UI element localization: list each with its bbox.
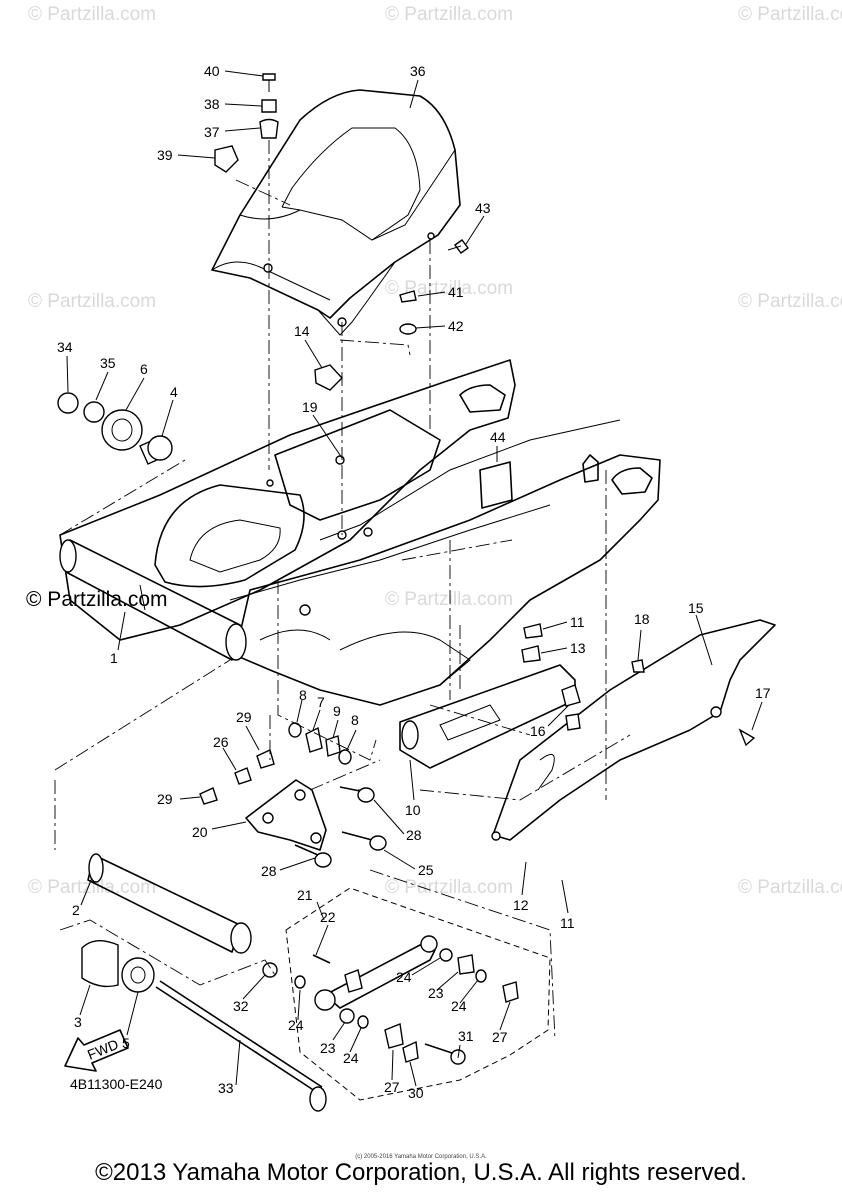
callout-8-left: 8	[299, 687, 307, 703]
pivot-bearings	[57, 392, 173, 465]
watermark: © Partzilla.com	[385, 4, 513, 25]
callout-16: 16	[530, 723, 546, 739]
watermark: © Partzilla.com	[738, 291, 842, 312]
watermark-layer: © Partzilla.com © Partzilla.com © Partzi…	[26, 4, 842, 898]
callout-24-a: 24	[396, 969, 412, 985]
watermark: © Partzilla.com	[738, 4, 842, 25]
callout-31: 31	[458, 1028, 474, 1044]
callout-42: 42	[448, 318, 464, 334]
callout-34: 34	[57, 339, 73, 355]
diagram-code: 4B11300-E240	[70, 1076, 163, 1092]
callout-44: 44	[490, 429, 506, 445]
tiny-copyright: (c) 2005-2016 Yamaha Motor Corporation, …	[355, 1154, 487, 1160]
callout-19: 19	[302, 399, 318, 415]
callout-14: 14	[294, 323, 310, 339]
lower-pivot-parts	[81, 853, 278, 993]
bolt-hole	[427, 232, 435, 240]
callout-6: 6	[140, 361, 148, 377]
callout-4: 4	[170, 384, 178, 400]
callout-28-right: 28	[406, 827, 422, 843]
callout-26: 26	[213, 734, 229, 750]
callout-7: 7	[317, 694, 325, 710]
callout-36: 36	[410, 63, 426, 79]
callout-1: 1	[110, 650, 118, 666]
callout-27-b: 27	[384, 1079, 400, 1095]
callout-37: 37	[204, 124, 220, 140]
callout-39: 39	[157, 147, 173, 163]
pivot-shaft-part	[155, 980, 327, 1112]
pivot-housing-part	[59, 539, 247, 661]
watermark-main: © Partzilla.com	[26, 588, 168, 611]
callout-13: 13	[570, 640, 586, 656]
watermark: © Partzilla.com	[385, 589, 513, 610]
callout-40: 40	[204, 63, 220, 79]
watermark: © Partzilla.com	[385, 877, 513, 898]
relay-arm-part	[245, 779, 327, 851]
callout-29-lower: 29	[157, 791, 173, 807]
callout-8-right: 8	[351, 712, 359, 728]
watermark: © Partzilla.com	[385, 278, 513, 299]
callout-15: 15	[688, 600, 704, 616]
chain-guard-part	[491, 619, 776, 841]
slider-bolts	[521, 623, 543, 663]
callout-29-upper: 29	[236, 709, 252, 725]
cowl-fasteners	[214, 73, 469, 391]
callout-35: 35	[100, 355, 116, 371]
callout-24-b: 24	[451, 998, 467, 1014]
callout-23-a: 23	[428, 985, 444, 1001]
callout-3: 3	[74, 1014, 82, 1030]
callout-24-d: 24	[343, 1050, 359, 1066]
seat-cowl-part	[211, 89, 461, 336]
copyright-notice: ©2013 Yamaha Motor Corporation, U.S.A. A…	[95, 1159, 747, 1186]
bolt-hole	[263, 263, 273, 273]
callout-labels: 40 38 37 39 36 43 41 42 14 19 34 35 6 4 …	[57, 63, 771, 1101]
relay-bolts	[294, 786, 387, 868]
collars	[199, 722, 352, 805]
callout-38: 38	[204, 96, 220, 112]
callout-2: 2	[72, 902, 80, 918]
callout-12: 12	[513, 897, 529, 913]
callout-18: 18	[634, 611, 650, 627]
callout-41: 41	[448, 284, 464, 300]
fwd-arrow-icon: FWD	[64, 1029, 129, 1072]
chain-slider-part	[399, 664, 581, 769]
callout-30: 30	[408, 1085, 424, 1101]
callout-9: 9	[333, 703, 341, 719]
callout-43: 43	[475, 200, 491, 216]
watermark: © Partzilla.com	[28, 877, 156, 898]
callout-28-left: 28	[261, 863, 277, 879]
watermark: © Partzilla.com	[738, 877, 842, 898]
callout-5: 5	[122, 1035, 130, 1051]
callout-20: 20	[192, 824, 208, 840]
watermark: © Partzilla.com	[28, 291, 156, 312]
callout-23-b: 23	[320, 1040, 336, 1056]
link-assembly-part	[285, 887, 551, 1101]
callout-24-c: 24	[288, 1017, 304, 1033]
callout-21: 21	[297, 887, 313, 903]
watermark: © Partzilla.com	[28, 4, 156, 25]
callout-33: 33	[218, 1080, 234, 1096]
callout-10: 10	[405, 802, 421, 818]
swingarm-body-part	[59, 359, 661, 706]
callout-27-a: 27	[492, 1029, 508, 1045]
callout-22: 22	[320, 909, 336, 925]
callout-25: 25	[418, 862, 434, 878]
callout-11-lower: 11	[560, 915, 575, 931]
assembly-lines	[54, 140, 631, 1041]
leader-lines	[66, 70, 763, 1087]
callout-17: 17	[755, 685, 771, 701]
callout-11-upper: 11	[570, 614, 585, 630]
callout-32: 32	[233, 998, 249, 1014]
